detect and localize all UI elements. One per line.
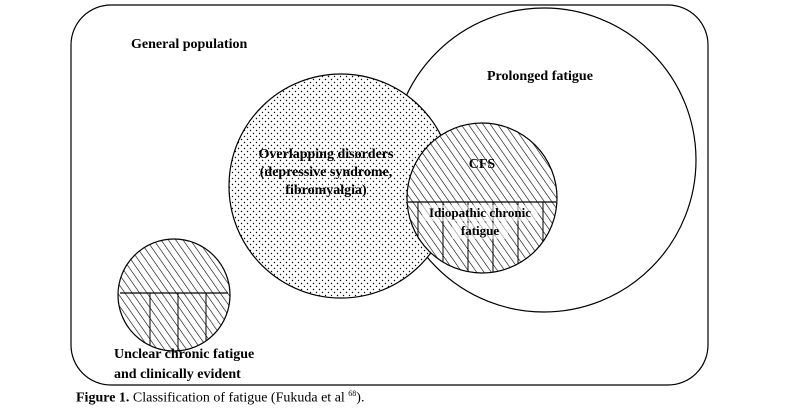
- svg-text:fatigue: fatigue: [461, 223, 500, 238]
- svg-text:Overlapping disorders: Overlapping disorders: [259, 147, 395, 162]
- svg-text:(depressive syndrome,: (depressive syndrome,: [260, 165, 392, 180]
- figure-number: Figure 1.: [76, 390, 130, 406]
- caption-end: ).: [356, 390, 365, 406]
- caption-ref: 68: [348, 389, 357, 398]
- caption-text: Classification of fatigue (Fukuda et al: [132, 390, 345, 406]
- svg-text:and clinically evident: and clinically evident: [114, 367, 241, 382]
- idiopathic-chronic-fatigue-label: Idiopathic chronic fatigue: [422, 205, 538, 239]
- svg-text:fibromyalgia): fibromyalgia): [285, 183, 367, 198]
- figure-caption: Figure 1. Classification of fatigue (Fuk…: [76, 389, 364, 407]
- general-population-label: General population: [131, 37, 248, 52]
- overlapping-disorders-label: Overlapping disorders (depressive syndro…: [259, 147, 395, 198]
- svg-text:Unclear chronic fatigue: Unclear chronic fatigue: [114, 347, 254, 362]
- prolonged-fatigue-label: Prolonged fatigue: [487, 69, 593, 84]
- fatigue-classification-diagram: General population Prolonged fatigue Ove…: [70, 4, 709, 386]
- cfs-label: CFS: [469, 157, 496, 172]
- unclear-chronic-fatigue-label: Unclear chronic fatigue and clinically e…: [114, 347, 254, 382]
- svg-text:Idiopathic chronic: Idiopathic chronic: [429, 205, 531, 220]
